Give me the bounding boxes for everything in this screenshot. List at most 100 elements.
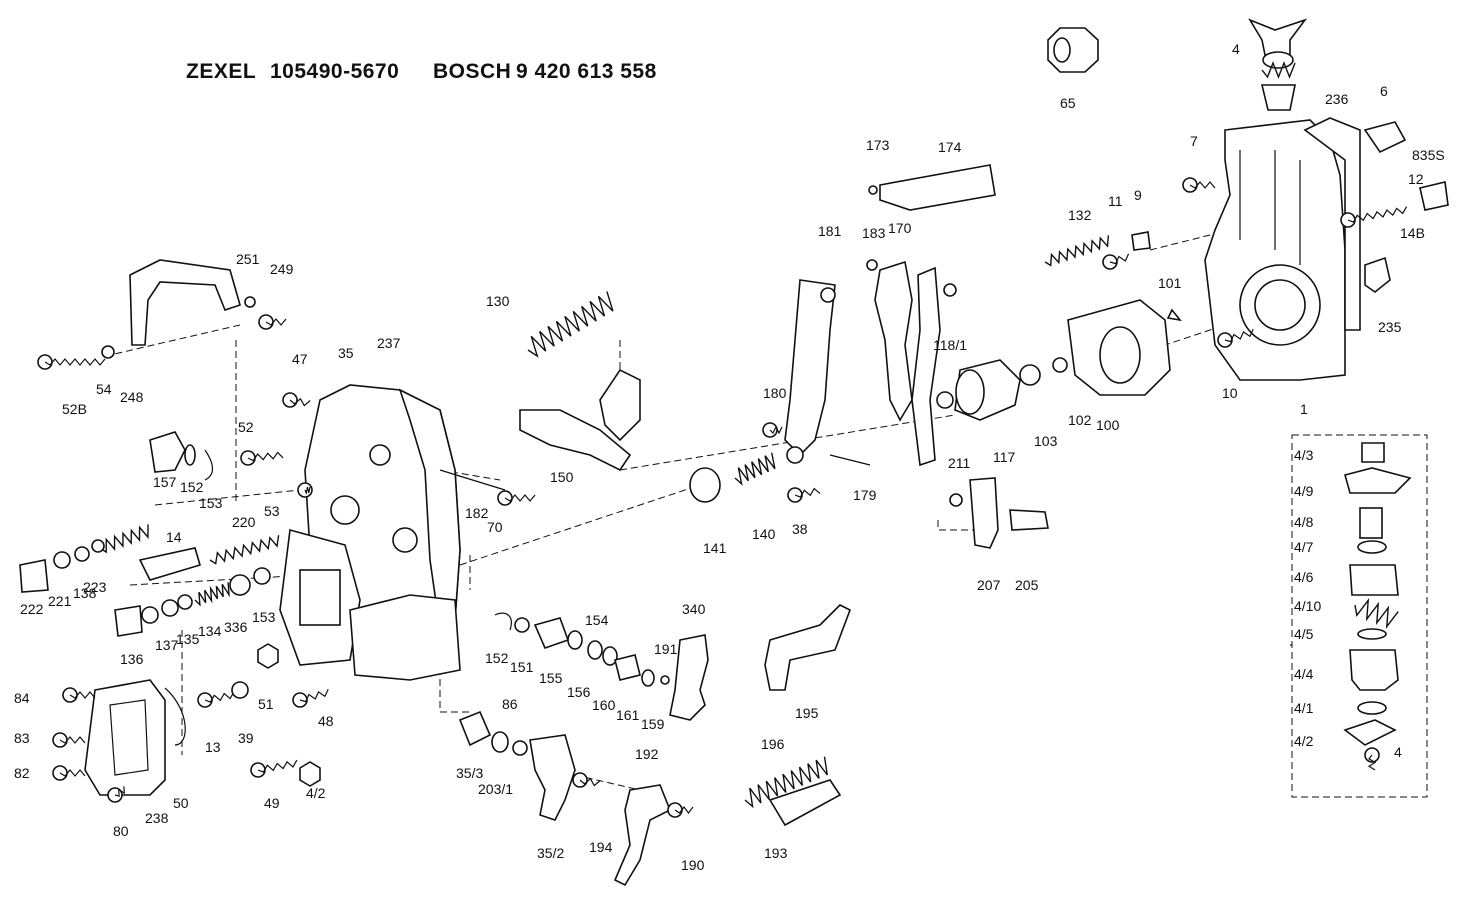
- part-195-spring: [744, 756, 828, 809]
- callout-182: 182: [465, 505, 489, 521]
- part-4-spring: [1261, 61, 1296, 79]
- callout-161: 161: [616, 707, 640, 723]
- callout-141: 141: [703, 540, 727, 556]
- callout-238: 238: [145, 810, 169, 826]
- part-4-6-spring: [1354, 597, 1399, 629]
- part-151-plunger: [533, 617, 570, 649]
- callout-173: 173: [866, 137, 890, 153]
- callout-155: 155: [539, 670, 563, 686]
- part-82-screw: [107, 786, 125, 803]
- part-4-5-body: [1349, 649, 1399, 691]
- part-35-2-fitting: [458, 710, 492, 747]
- part-159-screw: [660, 675, 670, 685]
- header-part-number-2: 9 420 613 558: [516, 60, 657, 83]
- callout-4-4: 4/4: [1294, 666, 1314, 682]
- part-221b-ring: [91, 539, 105, 553]
- callout-248: 248: [120, 389, 144, 405]
- bolt-thread: [794, 487, 821, 498]
- callout-103: 103: [1034, 433, 1058, 449]
- callout-100: 100: [1096, 417, 1120, 433]
- callout-170: 170: [888, 220, 912, 236]
- part-11-screw: [1102, 253, 1130, 270]
- part-130-spring: [527, 291, 614, 358]
- part-191-lever: [669, 634, 709, 721]
- callout-118-1: 118/1: [933, 337, 967, 353]
- part-4-7-cap: [1349, 564, 1399, 596]
- callout-4-2: 4/2: [306, 785, 326, 801]
- bolt-thread: [1189, 181, 1216, 189]
- part-154-washer: [567, 630, 583, 650]
- callout-4-2: 4/2: [1294, 733, 1314, 749]
- callout-179: 179: [853, 487, 877, 503]
- part-14-nut: [297, 482, 313, 498]
- part-340-bracket: [764, 604, 852, 691]
- callout-138: 138: [73, 585, 97, 601]
- bolt-thread: [289, 397, 311, 407]
- part-10-screw: [1217, 329, 1254, 348]
- part-35-bore-b: [369, 444, 391, 466]
- part-39-nut: [257, 643, 279, 669]
- callout-134: 134: [198, 623, 222, 639]
- part-835S-cap: [1419, 181, 1449, 211]
- callout-183: 183: [862, 225, 886, 241]
- part-1-bore-inner: [1254, 279, 1306, 331]
- dash-248: [109, 324, 241, 356]
- callout-65: 65: [1060, 95, 1076, 111]
- part-12-bolt: [1340, 206, 1408, 228]
- part-51-flange: [349, 594, 461, 681]
- callout-160: 160: [592, 697, 616, 713]
- callout-53: 53: [264, 503, 280, 519]
- bolt-thread: [299, 689, 329, 703]
- part-251-washer: [244, 296, 256, 308]
- part-101-key: [1166, 308, 1182, 322]
- callout-196: 196: [761, 736, 785, 752]
- part-102-washer: [1052, 357, 1068, 373]
- part-52-screw: [240, 450, 284, 466]
- header-brand-1: ZEXEL: [186, 60, 257, 83]
- bolt-thread: [579, 777, 601, 787]
- axis-line-main: [459, 484, 701, 566]
- callout-207: 207: [977, 577, 1001, 593]
- part-161-ring: [641, 669, 655, 687]
- callout-6: 6: [1380, 83, 1388, 99]
- part-160-sleeve: [614, 654, 641, 681]
- callout-340: 340: [682, 601, 706, 617]
- part-6-plug: [1363, 121, 1407, 154]
- callout-223: 223: [83, 579, 107, 595]
- part-4-2-screw-bottom: [1364, 747, 1380, 771]
- part-4-assembly-box: [1291, 434, 1428, 798]
- part-65-bore: [1053, 37, 1071, 63]
- part-80-window: [109, 699, 149, 776]
- part-48-screw: [250, 759, 298, 778]
- dash-207: [937, 520, 975, 531]
- callout-194: 194: [589, 839, 613, 855]
- bolt-thread: [674, 806, 694, 814]
- part-170-nut: [943, 283, 957, 297]
- callout-336: 336: [224, 619, 248, 635]
- callout-132: 132: [1068, 207, 1092, 223]
- callout-137: 137: [155, 637, 179, 653]
- callout-205: 205: [1015, 577, 1039, 593]
- callout-157: 157: [153, 474, 177, 490]
- part-134-nut: [229, 574, 251, 596]
- part-117-face: [955, 369, 985, 415]
- part-9-clip: [1131, 231, 1151, 251]
- part-181-arm: [784, 279, 836, 457]
- part-235-nut: [1364, 256, 1391, 293]
- callout-4: 4: [1394, 744, 1402, 760]
- part-155-ring: [587, 640, 603, 660]
- part-336-washer: [253, 567, 271, 585]
- part-193-lever: [613, 784, 672, 887]
- callout-52B: 52B: [62, 401, 87, 417]
- callout-35-2: 35/2: [537, 845, 564, 861]
- part-83-screw: [52, 765, 86, 781]
- part-drawings: [19, 18, 1449, 887]
- part-170-lever: [874, 260, 913, 422]
- callout-222: 222: [20, 601, 44, 617]
- callout-4-7: 4/7: [1294, 539, 1314, 555]
- callout-151: 151: [510, 659, 534, 675]
- part-1-ribs: [1239, 150, 1301, 265]
- callout-235: 235: [1378, 319, 1402, 335]
- part-4-9-pin: [1359, 507, 1383, 539]
- part-35-bore-c: [392, 527, 418, 553]
